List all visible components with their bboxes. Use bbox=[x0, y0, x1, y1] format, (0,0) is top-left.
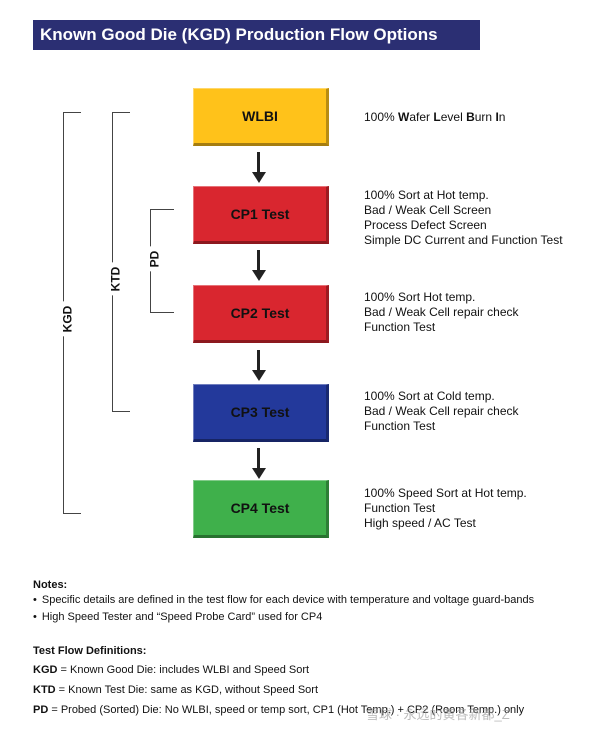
desc-line: Function Test bbox=[364, 320, 436, 334]
step-cp1-test: CP1 Test bbox=[193, 186, 329, 244]
arrow-down-icon bbox=[252, 152, 266, 184]
arrow-down-icon bbox=[252, 350, 266, 382]
note-item: Specific details are defined in the test… bbox=[33, 593, 534, 608]
note-item: High Speed Tester and “Speed Probe Card”… bbox=[33, 610, 534, 625]
step-cp3-test: CP3 Test bbox=[193, 384, 329, 442]
arrow-down-icon bbox=[252, 448, 266, 480]
step-cp4-description: 100% Speed Sort at Hot temp. Function Te… bbox=[364, 486, 527, 531]
step-wlbi: WLBI bbox=[193, 88, 329, 146]
watermark: 雪球 · 永远的黄各新都_Z bbox=[366, 707, 510, 722]
desc-line: 100% Speed Sort at Hot temp. bbox=[364, 486, 527, 500]
desc-line: Bad / Weak Cell Screen bbox=[364, 203, 492, 217]
desc-line: Bad / Weak Cell repair check bbox=[364, 305, 519, 319]
step-cp1-description: 100% Sort at Hot temp. Bad / Weak Cell S… bbox=[364, 188, 563, 248]
notes-heading: Notes: bbox=[33, 579, 68, 591]
desc-line: 100% Sort Hot temp. bbox=[364, 290, 476, 304]
desc-line: High speed / AC Test bbox=[364, 516, 476, 530]
desc-line: Simple DC Current and Function Test bbox=[364, 233, 563, 247]
step-cp2-description: 100% Sort Hot temp. Bad / Weak Cell repa… bbox=[364, 290, 519, 335]
kgd-bracket-label: KGD bbox=[60, 301, 75, 337]
arrow-down-icon bbox=[252, 250, 266, 282]
ktd-bracket bbox=[112, 112, 130, 412]
definitions-section: Test Flow Definitions: KGD = Known Good … bbox=[33, 644, 524, 723]
ktd-bracket-label: KTD bbox=[108, 262, 123, 296]
definition-pd: PD = Probed (Sorted) Die: No WLBI, speed… bbox=[33, 704, 525, 716]
notes-section: Notes: Specific details are defined in t… bbox=[33, 578, 534, 625]
desc-line: Process Defect Screen bbox=[364, 218, 487, 232]
desc-line: 100% Sort at Hot temp. bbox=[364, 188, 489, 202]
step-cp2-test: CP2 Test bbox=[193, 285, 329, 343]
step-cp4-test: CP4 Test bbox=[193, 480, 329, 538]
step-wlbi-description: 100% Wafer Level Burn In bbox=[364, 110, 506, 124]
desc-line: Function Test bbox=[364, 419, 436, 433]
definition-kgd: KGD = Known Good Die: includes WLBI and … bbox=[33, 664, 310, 676]
desc-line: Bad / Weak Cell repair check bbox=[364, 404, 519, 418]
page-title: Known Good Die (KGD) Production Flow Opt… bbox=[33, 20, 480, 50]
pd-bracket-label: PD bbox=[147, 246, 162, 272]
definition-ktd: KTD = Known Test Die: same as KGD, witho… bbox=[33, 684, 319, 696]
desc-line: Function Test bbox=[364, 501, 436, 515]
desc-line: 100% Sort at Cold temp. bbox=[364, 389, 495, 403]
definitions-heading: Test Flow Definitions: bbox=[33, 645, 147, 657]
step-cp3-description: 100% Sort at Cold temp. Bad / Weak Cell … bbox=[364, 389, 519, 434]
